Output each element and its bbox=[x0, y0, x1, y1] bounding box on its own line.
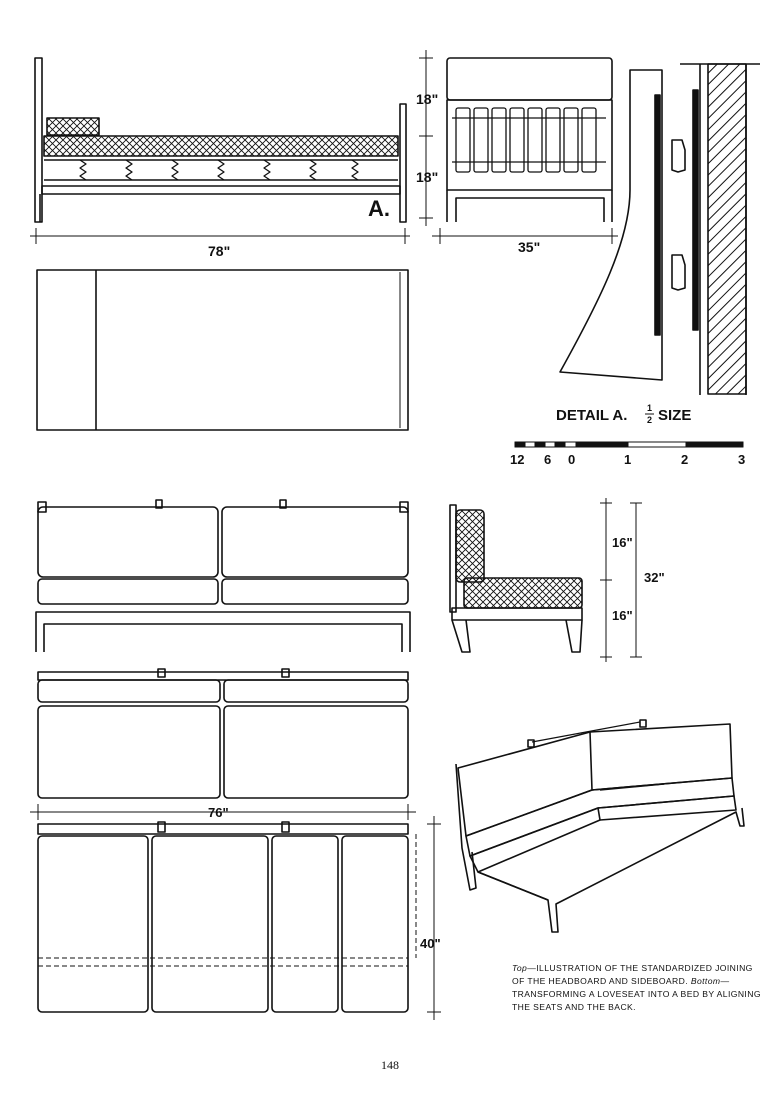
caption-top-text: —ILLUSTRATION OF THE STANDARDIZED JOININ… bbox=[512, 963, 753, 986]
dimension-40 bbox=[427, 816, 441, 1020]
dimension-32 bbox=[600, 498, 642, 662]
loveseat-top-view bbox=[37, 668, 409, 799]
scale-tick-3: 3 bbox=[738, 452, 745, 467]
scale-tick-6: 6 bbox=[544, 452, 551, 467]
label-detail-frac-den: 2 bbox=[647, 415, 652, 425]
scale-tick-0: 0 bbox=[568, 452, 575, 467]
label-bed-height-bottom: 18" bbox=[416, 169, 438, 185]
bed-side-elevation bbox=[34, 57, 407, 223]
label-end-width: 35" bbox=[518, 239, 540, 255]
dimension-76 bbox=[30, 804, 416, 820]
headboard-end-elevation bbox=[446, 57, 613, 222]
label-detail-frac-num: 1 bbox=[647, 403, 652, 413]
label-detail-title: DETAIL A. bbox=[556, 407, 627, 424]
scale-tick-12: 12 bbox=[510, 452, 524, 467]
label-bed-width: 40" bbox=[420, 936, 441, 951]
label-bed-height-top: 18" bbox=[416, 91, 438, 107]
loveseat-perspective bbox=[455, 719, 745, 933]
scale-tick-2: 2 bbox=[681, 452, 688, 467]
caption-bottom-label: Bottom bbox=[690, 976, 721, 986]
loveseat-side-section bbox=[449, 504, 583, 653]
label-loveseat-length: 76" bbox=[208, 805, 229, 820]
caption-top-label: Top bbox=[512, 963, 528, 973]
dimension-78 bbox=[30, 228, 410, 244]
converted-bed-plan bbox=[37, 821, 417, 1013]
label-bed-length: 78" bbox=[208, 243, 230, 259]
bed-plan-view bbox=[36, 269, 409, 431]
page-number: 148 bbox=[381, 1058, 399, 1072]
figure-caption: Top—ILLUSTRATION OF THE STANDARDIZED JOI… bbox=[512, 962, 762, 1014]
detail-a-drawing bbox=[559, 63, 760, 395]
dimension-bed-height bbox=[419, 50, 433, 226]
dimension-35 bbox=[432, 228, 618, 244]
loveseat-front-elevation bbox=[35, 499, 411, 652]
label-detail-marker: A. bbox=[368, 196, 390, 221]
scale-tick-1: 1 bbox=[624, 452, 631, 467]
label-seat-back-height: 16" bbox=[612, 535, 633, 550]
label-seat-height: 16" bbox=[612, 608, 633, 623]
caption-bottom-text: —TRANSFORMING A LOVESEAT INTO A BED BY A… bbox=[512, 976, 761, 1012]
label-total-height: 32" bbox=[644, 570, 665, 585]
scale-bar bbox=[514, 441, 744, 448]
label-detail-size: SIZE bbox=[658, 407, 691, 424]
